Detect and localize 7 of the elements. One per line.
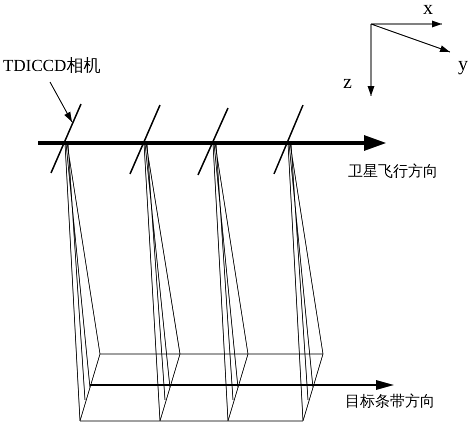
direction-label: 目标条带方向 <box>345 395 435 410</box>
axis-label: z <box>343 72 352 92</box>
axis-label: x <box>423 0 433 18</box>
axis-label: y <box>458 54 468 74</box>
leader-line <box>50 82 72 122</box>
camera-label: TDICCD相机 <box>3 57 100 74</box>
direction-label: 卫星飞行方向 <box>348 165 438 180</box>
